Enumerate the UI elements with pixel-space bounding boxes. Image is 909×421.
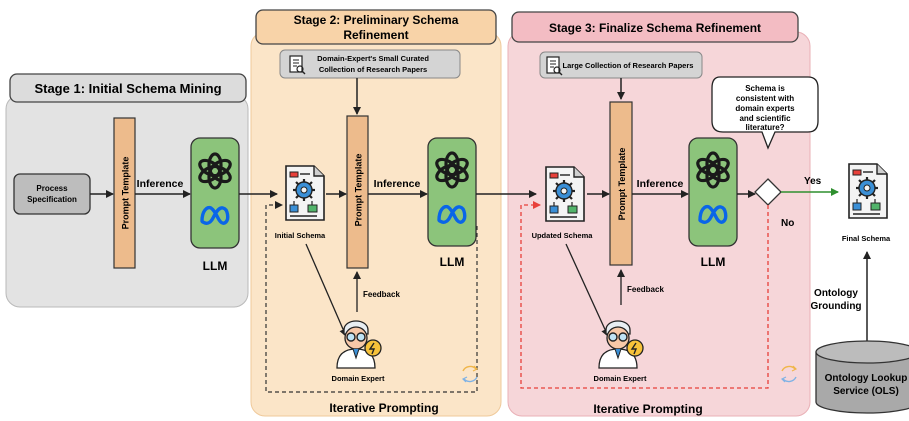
stage2-title-line2: Refinement [343, 28, 408, 42]
large-papers-label: Large Collection of Research Papers [563, 61, 694, 70]
stage2-header [255, 9, 497, 45]
initial-schema-label: Initial Schema [275, 231, 326, 240]
ontology-grounding-line2: Grounding [810, 301, 861, 312]
updated-schema-label: Updated Schema [532, 231, 594, 240]
ontology-grounding-line1: Ontology [814, 288, 858, 299]
feedback-label-1: Feedback [363, 290, 400, 299]
stage3-header [511, 11, 799, 43]
stage1-title: Stage 1: Initial Schema Mining [34, 81, 221, 96]
ols-line2: Service (OLS) [833, 386, 899, 397]
domain-expert-label-2: Domain Expert [594, 374, 647, 383]
prompt-template-2-label: Prompt Template [354, 154, 364, 227]
stage1-header [9, 73, 247, 103]
small-papers-box [279, 49, 461, 79]
ols-database [815, 352, 909, 414]
yes-label: Yes [804, 176, 822, 187]
ols-line1: Ontology Lookup [825, 373, 908, 384]
prompt-template-3-label: Prompt Template [617, 148, 627, 221]
question-line-5: literature? [745, 123, 784, 132]
inference-label-1: Inference [137, 178, 184, 190]
initial-schema-icon [284, 164, 326, 222]
final-schema-label: Final Schema [842, 234, 891, 243]
prompt-template-1-label: Prompt Template [121, 157, 131, 230]
process-spec-line2: Specification [27, 195, 77, 204]
question-line-1: Schema is [745, 84, 785, 93]
updated-schema-icon [544, 165, 586, 223]
stage2-title-line1: Stage 2: Preliminary Schema [294, 13, 459, 27]
small-papers-line2: Collection of Research Papers [319, 65, 427, 74]
stage3-title: Stage 3: Finalize Schema Refinement [549, 21, 761, 35]
process-spec-box [13, 173, 91, 215]
inference-label-2: Inference [374, 178, 421, 190]
final-schema-icon [847, 162, 889, 220]
feedback-label-2: Feedback [627, 285, 664, 294]
arrow-schema-to-expert-2 [565, 243, 609, 337]
prompt-template-1 [113, 117, 136, 269]
prompt-template-2 [346, 115, 369, 269]
arrow-schema-to-expert-1 [305, 243, 347, 337]
iterative-loop-2 [520, 201, 769, 389]
process-spec-line1: Process [36, 184, 68, 193]
question-bubble [711, 76, 819, 150]
ols-database-top [815, 340, 909, 364]
llm-label-3: LLM [701, 255, 726, 269]
llm-label-1: LLM [203, 259, 228, 273]
inference-label-3: Inference [637, 178, 684, 190]
iterative-prompting-label-2: Iterative Prompting [593, 402, 702, 416]
llm-label-2: LLM [440, 255, 465, 269]
question-line-2: consistent with [736, 94, 794, 103]
domain-expert-label-1: Domain Expert [332, 374, 385, 383]
question-line-4: and scientific [739, 114, 791, 123]
small-papers-line1: Domain-Expert's Small Curated [317, 54, 429, 63]
question-line-3: domain experts [735, 104, 795, 113]
iterative-loop-1 [265, 201, 478, 393]
prompt-template-3 [609, 101, 633, 266]
no-label: No [781, 218, 794, 229]
iterative-prompting-label-1: Iterative Prompting [329, 401, 438, 415]
